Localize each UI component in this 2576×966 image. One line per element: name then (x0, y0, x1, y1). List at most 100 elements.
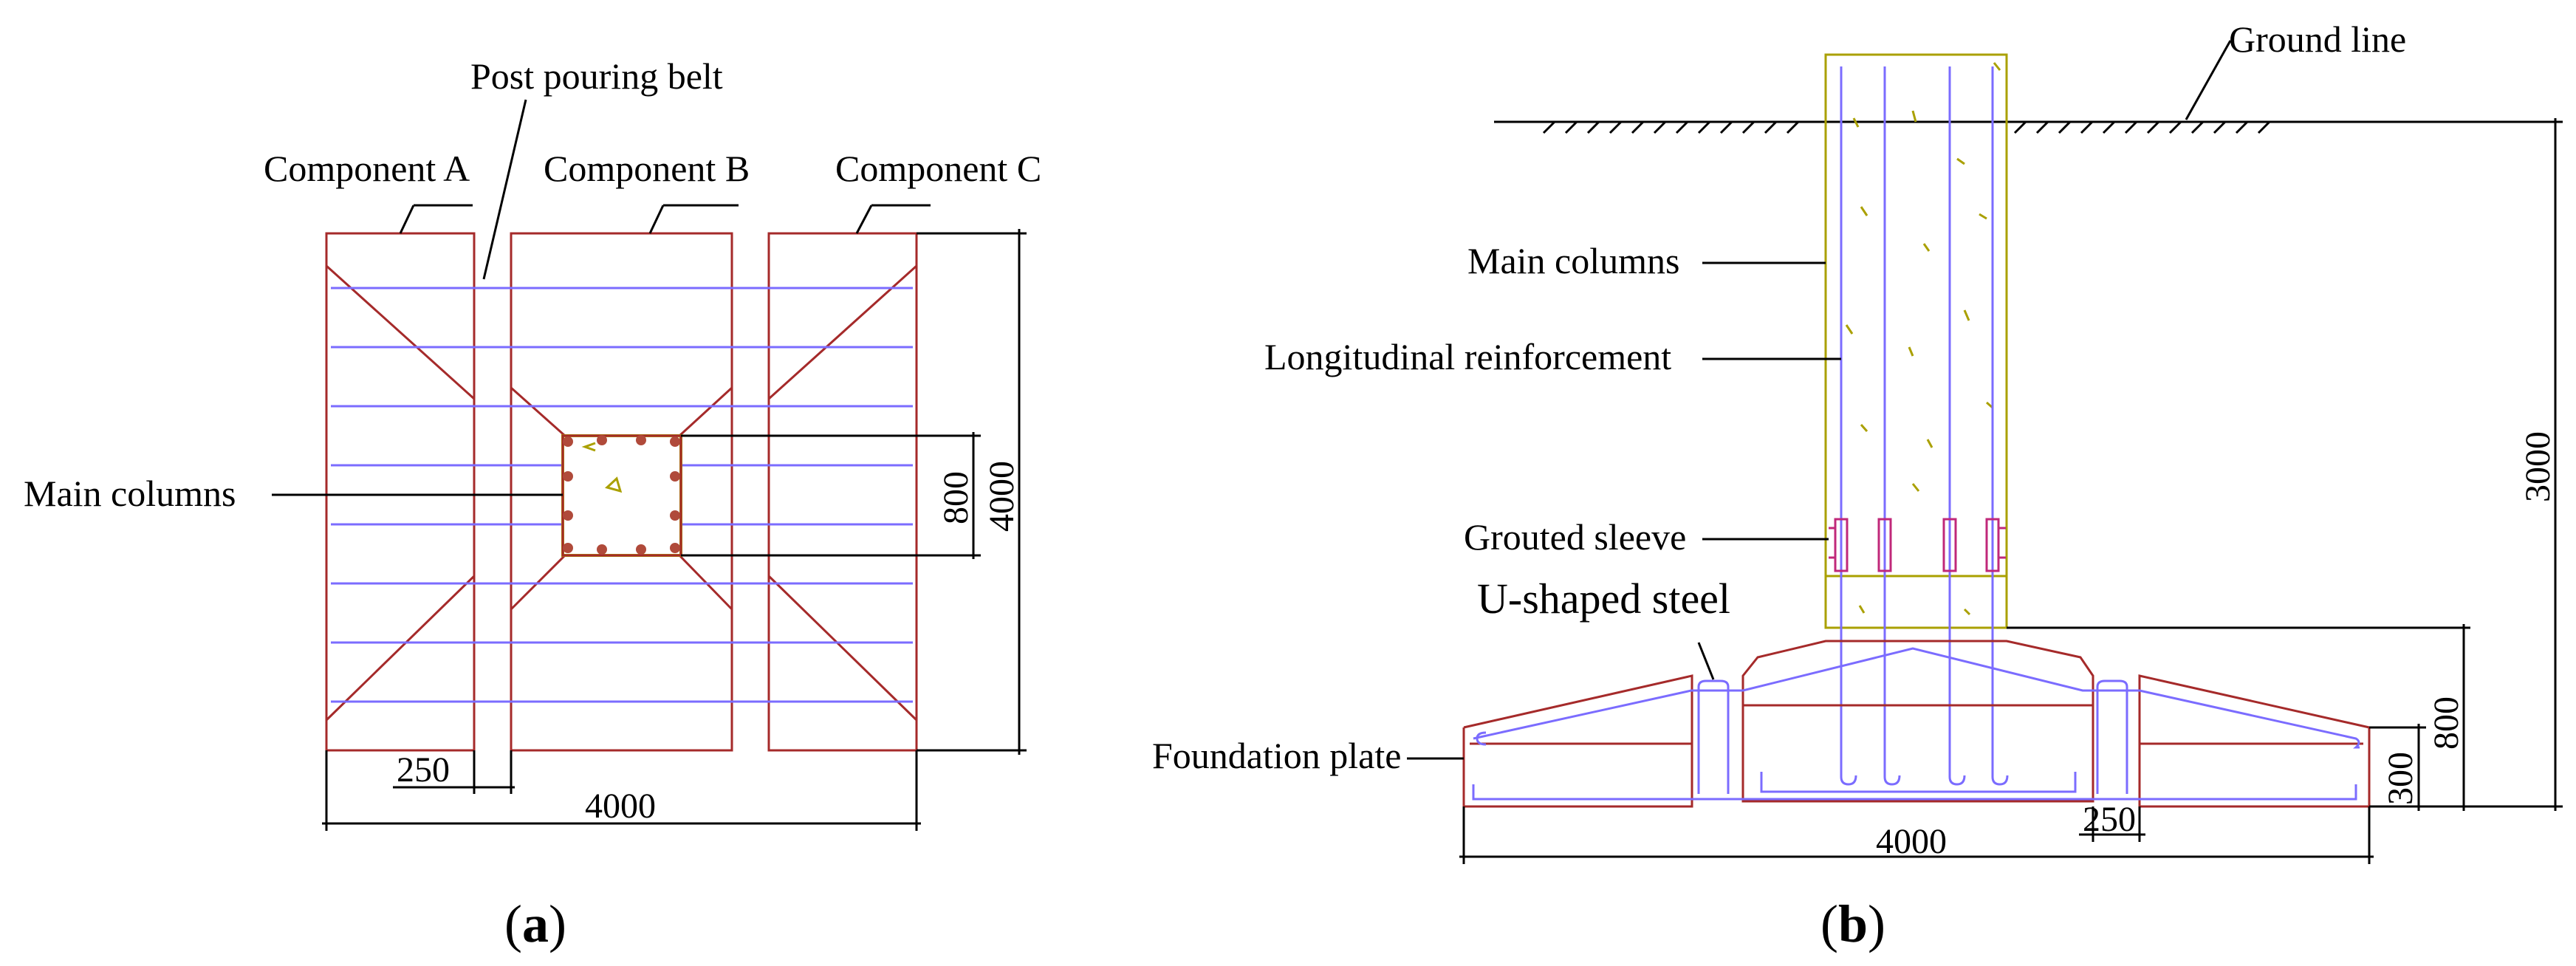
leader-u-shaped-steel (1697, 642, 1715, 680)
component-a-outline (325, 232, 476, 752)
aggregate-mark (1956, 157, 1965, 165)
aggregate-mark (1963, 608, 1971, 616)
label-main-columns-b: Main columns (1467, 240, 1679, 281)
leader-component-b (648, 205, 665, 234)
caption-b-letter: b (1838, 894, 1868, 953)
aggregate-mark (1860, 206, 1868, 216)
aggregate-mark (1852, 117, 1860, 128)
component-c-outline (767, 232, 918, 752)
column-aggregate (1845, 62, 2001, 616)
column-bars (563, 435, 680, 555)
panel-a-plan-view: Component A Post pouring belt Component … (24, 55, 1041, 953)
label-ground-line: Ground line (2229, 18, 2406, 60)
label-foundation-plate: Foundation plate (1152, 735, 1401, 776)
dim-4000-vertical-a: 4000 (982, 461, 1021, 532)
aggregate-mark (1926, 439, 1933, 448)
u-steel-left-loop (1697, 679, 1730, 794)
column-bar (670, 543, 680, 553)
aggregate-mark (1922, 243, 1931, 252)
column-bar (670, 510, 680, 521)
u-steel-right-loop (2096, 679, 2128, 794)
panel-b-section-view: Ground line Main columns Longitudinal re… (1152, 18, 2563, 953)
grouted-sleeve (1877, 518, 1892, 572)
caption-a-letter: a (522, 894, 549, 953)
caption-a-close: ) (549, 894, 566, 953)
component-a-diagonal (325, 264, 476, 400)
ground-hatching-left (1542, 120, 1800, 134)
aggregate-mark (1963, 309, 1970, 321)
foundation-plate (1462, 640, 2371, 808)
grouted-sleeve (1834, 518, 1849, 572)
label-component-c: Component C (835, 148, 1041, 189)
label-grouted-sleeve: Grouted sleeve (1464, 516, 1686, 558)
longitudinal-rebars (1840, 66, 2009, 786)
label-component-a: Component A (264, 148, 470, 189)
aggregate-mark (1993, 62, 2001, 71)
leader-component-c (855, 205, 873, 234)
component-b-outline (510, 232, 733, 752)
u-shaped-steel (1472, 647, 2360, 801)
dim-4000-b: 4000 (1876, 822, 1947, 861)
foundation-center-piece (1741, 640, 2094, 803)
longitudinal-rebar (1840, 66, 1857, 786)
label-component-b: Component B (544, 148, 750, 189)
component-c-diagonal (767, 264, 918, 400)
column-bar (636, 435, 646, 445)
label-post-pouring-belt: Post pouring belt (470, 55, 723, 97)
leader-post-pouring-belt (482, 99, 527, 280)
component-c-diagonal (767, 575, 918, 722)
u-steel-inner-bottom (1760, 772, 2077, 793)
aggregate-mark (1860, 424, 1868, 432)
aggregate-mark (1908, 346, 1914, 357)
longitudinal-rebar (1883, 66, 1901, 786)
dim-4000-horizontal-a: 4000 (585, 787, 656, 826)
column-bar (670, 471, 680, 482)
column-bar (597, 544, 607, 555)
dim-800-b: 800 (2427, 696, 2466, 750)
dim-250-b: 250 (2083, 800, 2136, 839)
transverse-rebars (331, 287, 913, 703)
caption-b: (b) (1820, 894, 1885, 953)
dim-250-a: 250 (397, 750, 450, 789)
main-column-elevation (1824, 53, 2008, 629)
aggregate-mark (581, 442, 596, 452)
component-b-diagonal (510, 386, 566, 437)
main-column-section (561, 434, 682, 557)
u-steel-bottom (1472, 784, 2357, 801)
column-bar (597, 435, 607, 445)
aggregate-mark (1911, 110, 1917, 123)
dim-3000-b: 3000 (2518, 431, 2558, 502)
column-bar (563, 471, 573, 482)
component-b-diagonal (678, 386, 733, 437)
caption-b-open: ( (1820, 894, 1838, 953)
component-a-diagonal (325, 575, 476, 722)
label-main-columns-a: Main columns (24, 473, 236, 514)
caption-a: (a) (504, 894, 566, 953)
column-bar (636, 544, 646, 555)
label-longitudinal-reinforcement: Longitudinal reinforcement (1264, 336, 1671, 377)
ground-hatching-right (2013, 120, 2271, 134)
grouted-sleeve (1942, 518, 1957, 572)
foundation-left-piece (1462, 674, 1693, 808)
aggregate-mark (1845, 324, 1854, 335)
column-bar (563, 510, 573, 521)
leader-component-a (399, 205, 415, 234)
u-steel-top-left (1473, 647, 2360, 749)
dim-800-a: 800 (936, 471, 976, 524)
foundation-right-piece (2138, 674, 2371, 808)
longitudinal-rebar (1948, 66, 1966, 786)
dim-300-b: 300 (2381, 752, 2420, 805)
aggregate-mark (1979, 213, 1987, 220)
column-bar (563, 436, 573, 447)
longitudinal-rebar (1991, 66, 2009, 786)
column-bar (563, 543, 573, 553)
caption-a-open: ( (504, 894, 522, 953)
label-u-shaped-steel: U-shaped steel (1477, 575, 1730, 623)
column-bar (670, 436, 680, 447)
aggregate-mark (605, 476, 623, 493)
leader-ground-line (2185, 40, 2232, 120)
u-steel-left-hook (1476, 731, 1487, 746)
aggregate-mark (1911, 483, 1920, 492)
grouted-sleeves (1829, 518, 2006, 572)
